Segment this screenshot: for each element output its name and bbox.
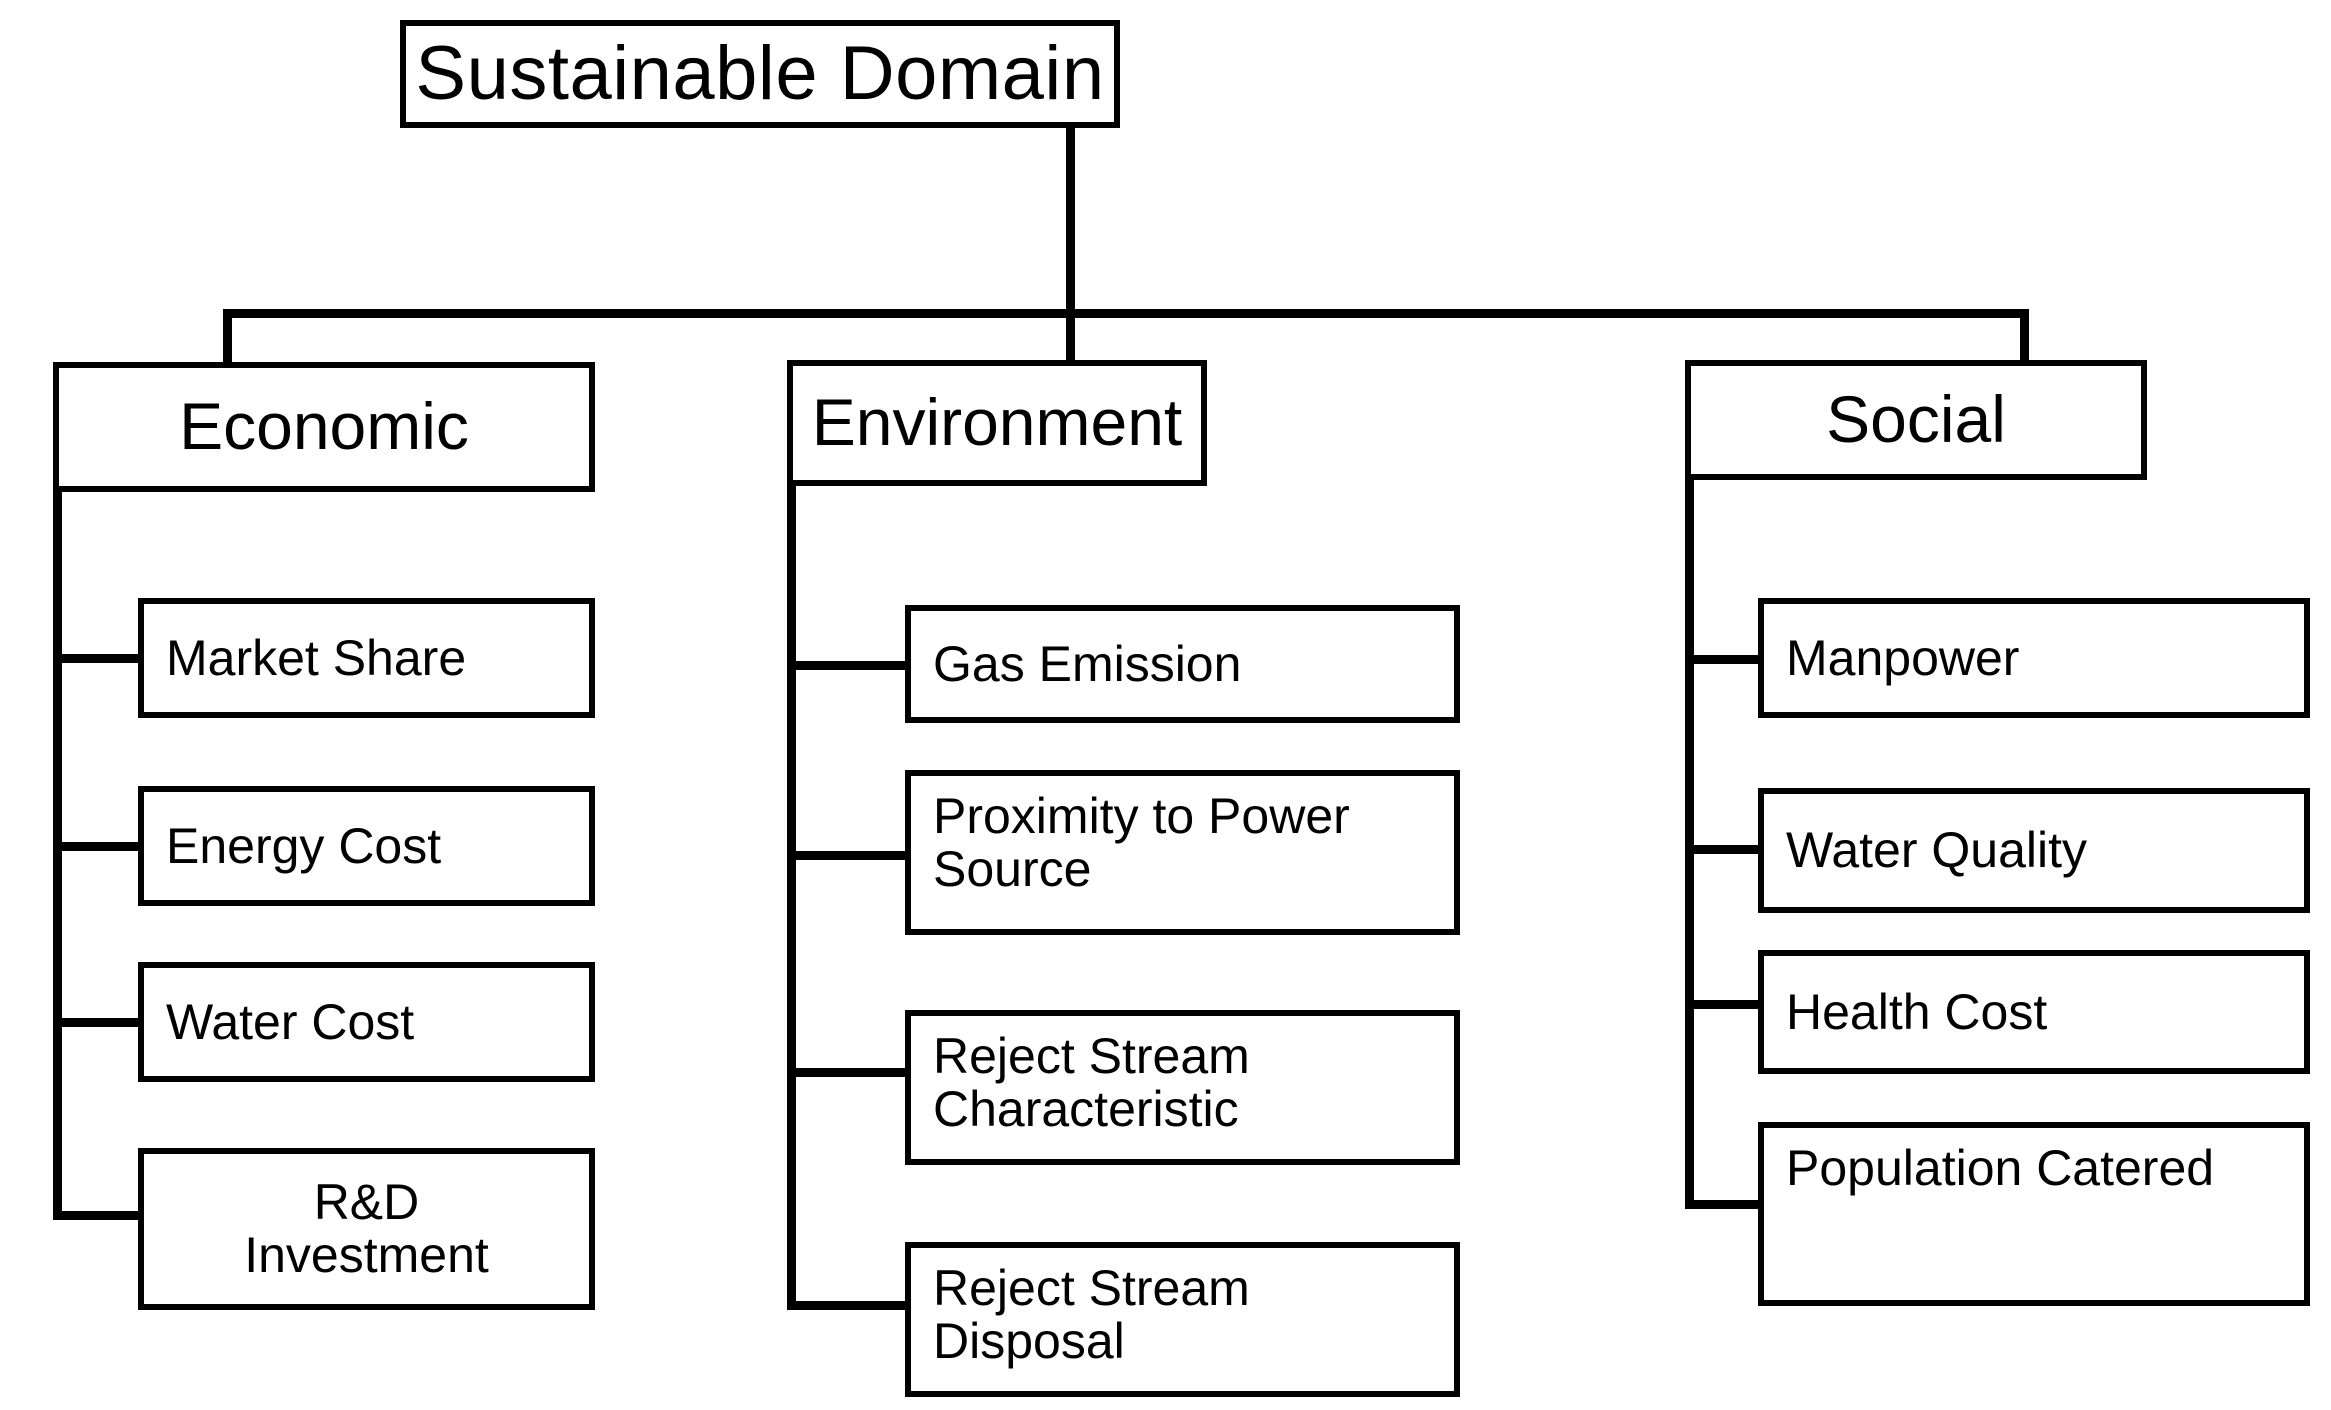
connector-stub-water-quality bbox=[1685, 845, 1767, 854]
node-label: Reject Stream Disposal bbox=[933, 1260, 1250, 1369]
node-reject-stream-characteristic[interactable]: Reject Stream Characteristic bbox=[905, 1010, 1460, 1165]
connector-stub-energy-cost bbox=[53, 842, 145, 851]
node-label: R&D Investment bbox=[244, 1174, 489, 1283]
node-label: Manpower bbox=[1786, 629, 2020, 686]
node-reject-stream-disposal[interactable]: Reject Stream Disposal bbox=[905, 1242, 1460, 1397]
connector-stub-reject-stream-disposal bbox=[787, 1301, 909, 1310]
node-market-share[interactable]: Market Share bbox=[138, 598, 595, 718]
node-gas-emission[interactable]: Gas Emission bbox=[905, 605, 1460, 723]
connector-spine-economic bbox=[53, 486, 62, 1220]
node-label: Environment bbox=[811, 385, 1183, 460]
node-label: Economic bbox=[179, 389, 469, 464]
node-environment[interactable]: Environment bbox=[787, 360, 1207, 486]
connector-stub-population-catered bbox=[1685, 1200, 1767, 1209]
node-label: Water Cost bbox=[166, 993, 415, 1050]
connector-spine-environment bbox=[787, 480, 796, 1310]
node-economic[interactable]: Economic bbox=[53, 362, 595, 492]
node-sustainable-domain[interactable]: Sustainable Domain bbox=[400, 20, 1120, 128]
connector-distribution-bar bbox=[223, 309, 2029, 318]
node-label: Reject Stream Characteristic bbox=[933, 1028, 1250, 1137]
connector-stub-manpower bbox=[1685, 655, 1767, 664]
connector-stub-water-cost bbox=[53, 1018, 145, 1027]
node-label: Water Quality bbox=[1786, 822, 2088, 878]
node-energy-cost[interactable]: Energy Cost bbox=[138, 786, 595, 906]
connector-stub-reject-stream-characteristic bbox=[787, 1068, 909, 1077]
node-water-cost[interactable]: Water Cost bbox=[138, 962, 595, 1082]
node-label: Health Cost bbox=[1786, 983, 2048, 1040]
connector-spine-social bbox=[1685, 474, 1694, 1209]
node-label: Market Share bbox=[166, 629, 467, 686]
node-water-quality[interactable]: Water Quality bbox=[1758, 788, 2310, 913]
connector-stub-proximity-power-source bbox=[787, 851, 909, 860]
node-population-catered[interactable]: Population Catered bbox=[1758, 1122, 2310, 1306]
connector-drop-economic bbox=[223, 309, 232, 366]
node-label: Social bbox=[1826, 382, 2006, 457]
node-label: Energy Cost bbox=[166, 817, 442, 874]
node-rd-investment[interactable]: R&D Investment bbox=[138, 1148, 595, 1310]
node-label: Proximity to Power Source bbox=[933, 788, 1350, 897]
connector-drop-environment bbox=[1066, 309, 1075, 364]
connector-stub-gas-emission bbox=[787, 661, 909, 670]
node-label: Gas Emission bbox=[933, 635, 1242, 692]
node-label: Sustainable Domain bbox=[415, 30, 1105, 116]
connector-stub-rd-investment bbox=[53, 1211, 145, 1220]
node-social[interactable]: Social bbox=[1685, 360, 2147, 480]
node-label: Population Catered bbox=[1786, 1140, 2215, 1196]
node-manpower[interactable]: Manpower bbox=[1758, 598, 2310, 718]
node-health-cost[interactable]: Health Cost bbox=[1758, 950, 2310, 1074]
connector-root-stem bbox=[1066, 122, 1075, 318]
connector-drop-social bbox=[2020, 309, 2029, 364]
connector-stub-market-share bbox=[53, 654, 145, 663]
connector-stub-health-cost bbox=[1685, 1000, 1767, 1009]
node-proximity-power-source[interactable]: Proximity to Power Source bbox=[905, 770, 1460, 935]
